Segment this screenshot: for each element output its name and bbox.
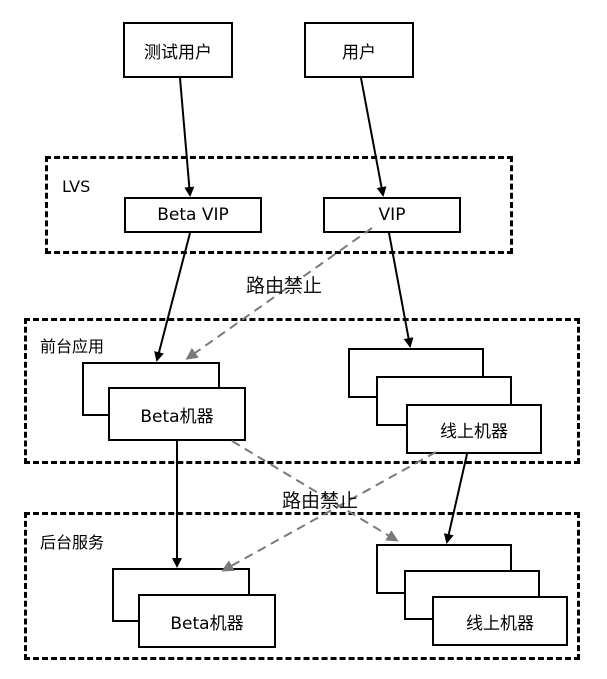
test-user-node: 测试用户 <box>123 22 233 78</box>
arrow-user-to-vip <box>360 77 387 197</box>
route-forbidden-label-1: 路由禁止 <box>246 275 323 297</box>
forbidden-arrow-vip-to-frontend-beta <box>185 227 373 360</box>
backend-online-node: 线上机器 <box>432 596 568 646</box>
frontend-zone-label: 前台应用 <box>40 337 105 356</box>
beta-vip-node: Beta VIP <box>124 197 262 233</box>
frontend-zone <box>24 318 580 464</box>
forbidden-arrow-frontend-beta-to-backend-online <box>231 440 399 542</box>
backend-beta-node: Beta机器 <box>138 594 276 648</box>
lvs-zone <box>45 156 513 254</box>
arrow-beta-vip-to-frontend-beta <box>154 232 191 362</box>
backend-zone-label: 后台服务 <box>40 533 105 552</box>
arrow-vip-to-frontend-online <box>388 232 414 348</box>
vip-node: VIP <box>323 197 461 233</box>
frontend-beta-node: Beta机器 <box>108 387 246 441</box>
route-forbidden-label-2: 路由禁止 <box>282 490 359 512</box>
lvs-zone-label: LVS <box>62 177 91 196</box>
backend-zone <box>24 512 580 660</box>
arrow-test-user-to-beta-vip <box>179 77 195 197</box>
forbidden-arrow-frontend-online-to-backend-beta <box>221 451 437 572</box>
arrow-frontend-online-to-backend-online <box>443 453 468 544</box>
user-node: 用户 <box>304 22 414 78</box>
frontend-online-node: 线上机器 <box>406 404 542 454</box>
